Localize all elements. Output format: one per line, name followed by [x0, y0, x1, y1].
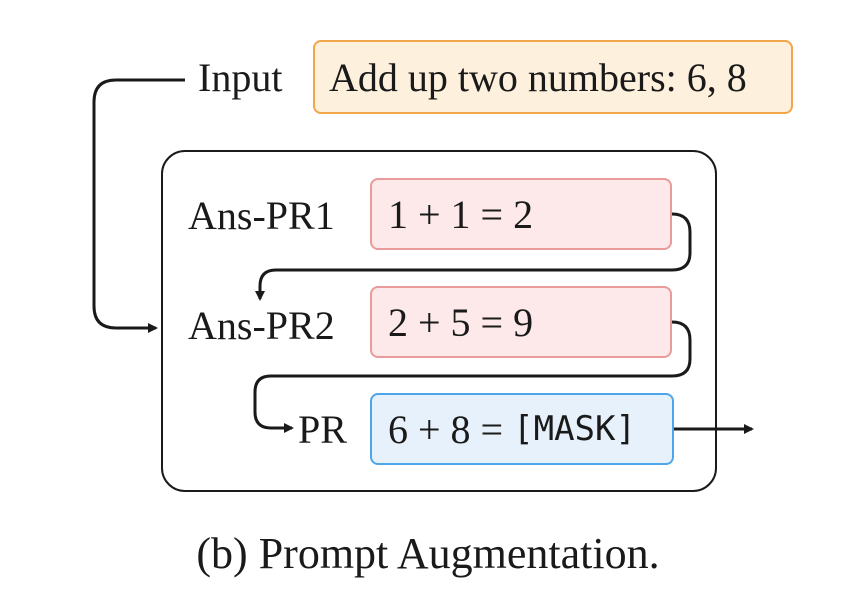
- input-label: Input: [198, 55, 283, 100]
- ans-pr2-text: 2 + 5 = 9: [388, 299, 534, 345]
- ans-pr2-to-pr-arrow: [253, 320, 692, 433]
- ans-pr1-box: 1 + 1 = 2: [370, 178, 672, 250]
- input-to-ans-pr2-arrow: [92, 78, 185, 333]
- ans-pr1-label: Ans-PR1: [188, 193, 335, 238]
- pr-label: PR: [298, 407, 347, 452]
- pr-box: 6 + 8 = [MASK]: [370, 393, 674, 465]
- ans-pr2-label: Ans-PR2: [188, 303, 335, 348]
- mask-token: [MASK]: [513, 409, 636, 449]
- ans-pr2-box: 2 + 5 = 9: [370, 286, 672, 358]
- ans-pr1-text: 1 + 1 = 2: [388, 191, 534, 237]
- figure-caption: (b) Prompt Augmentation.: [196, 529, 660, 578]
- prompt-container: [161, 150, 717, 492]
- input-text: Add up two numbers: 6, 8: [329, 54, 747, 100]
- pr-text: 6 + 8 =: [388, 406, 514, 452]
- ans-pr1-to-ans-pr2-arrow: [255, 212, 692, 301]
- input-box: Add up two numbers: 6, 8: [313, 40, 793, 114]
